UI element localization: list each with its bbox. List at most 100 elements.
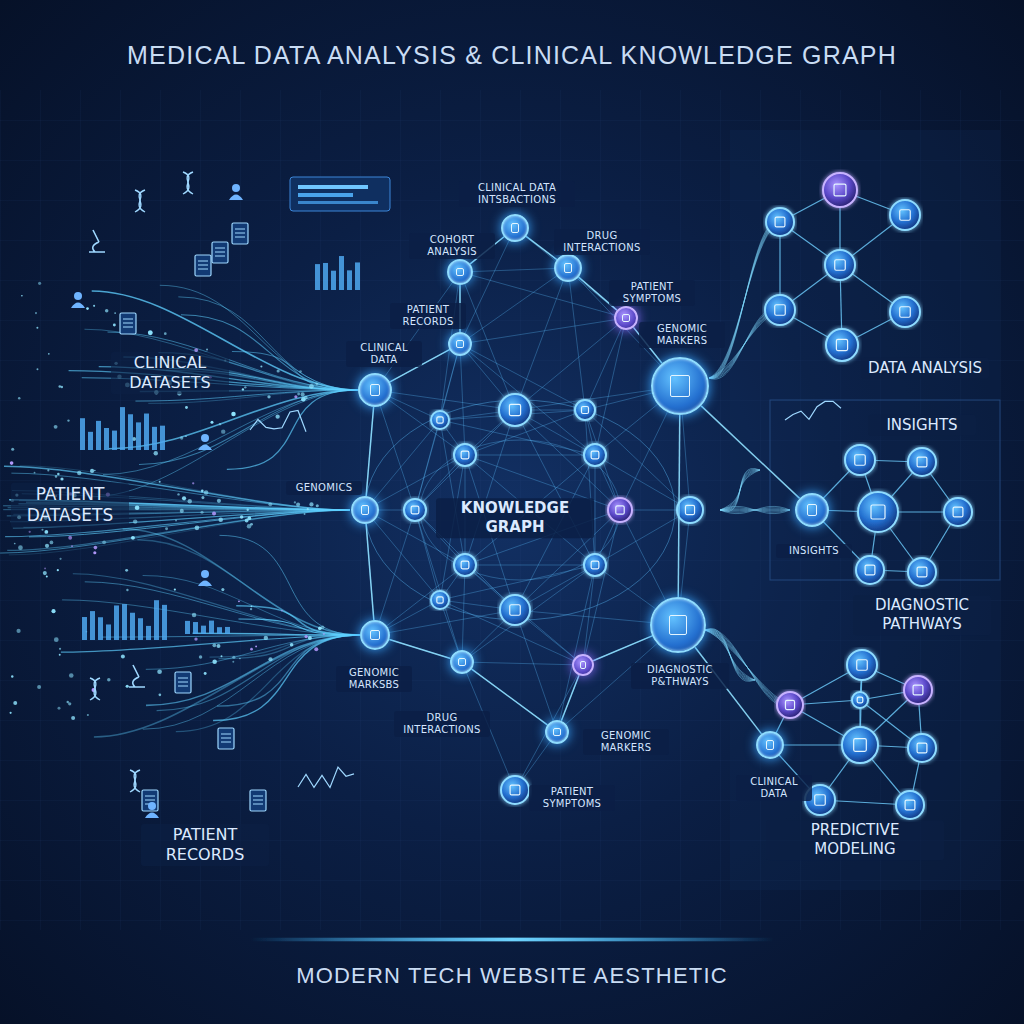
- dna-icon: [183, 172, 193, 194]
- particle: [45, 544, 49, 548]
- particle: [126, 589, 128, 591]
- particle: [199, 655, 202, 658]
- data-stream: [61, 635, 360, 652]
- particle: [212, 512, 216, 516]
- node-icon: [669, 615, 688, 636]
- graph-node: PATIENT RECORDS: [448, 332, 472, 356]
- bar-chart: [90, 611, 95, 640]
- bar-chart: [331, 271, 336, 290]
- particle: [34, 472, 36, 474]
- decor-shape: [460, 272, 626, 318]
- bar-chart: [323, 263, 328, 290]
- particle: [212, 660, 217, 665]
- decor-shape: [123, 327, 133, 328]
- bar-chart: [122, 604, 127, 640]
- particle: [204, 672, 207, 675]
- particle: [18, 545, 23, 550]
- document-icon: [250, 790, 266, 811]
- particle: [14, 543, 16, 545]
- particle: [210, 421, 213, 424]
- decor-shape: [568, 268, 585, 410]
- section-label: PATIENT DATASETS: [11, 483, 129, 528]
- particle: [55, 475, 57, 477]
- node-icon: [622, 314, 629, 322]
- person-icon: [74, 292, 82, 300]
- particle: [94, 546, 98, 550]
- particle: [48, 353, 50, 355]
- particle: [308, 636, 312, 640]
- graph-circle: [431, 591, 449, 609]
- decor-shape: [215, 248, 225, 249]
- decor-shape: [253, 796, 263, 797]
- graph-circle: [677, 497, 703, 523]
- circle-icon: [785, 700, 794, 709]
- particle: [29, 531, 31, 533]
- decor-shape: [440, 420, 465, 565]
- particle: [57, 569, 59, 571]
- light-beam: [720, 506, 790, 513]
- particle: [133, 519, 137, 523]
- particle: [175, 520, 177, 522]
- graph-circle: [823, 173, 857, 207]
- data-stream: [232, 351, 358, 390]
- circle-icon: [461, 561, 469, 569]
- graph-edge: [695, 647, 761, 734]
- decor-shape: [145, 800, 155, 801]
- person-icon: [201, 570, 209, 578]
- data-stream: [236, 606, 360, 635]
- decor-shape: [235, 229, 245, 230]
- document-icon: [142, 790, 158, 811]
- node-label: PATIENT RECORDS: [390, 303, 466, 329]
- data-stream: [219, 635, 360, 659]
- graph-circle: [852, 692, 868, 708]
- particle: [10, 712, 12, 714]
- decor-shape: [123, 323, 133, 324]
- graph-node: GENOMIC MARKSBS: [360, 620, 390, 650]
- particle: [201, 496, 204, 499]
- particle: [194, 637, 197, 640]
- circle-icon: [835, 260, 846, 271]
- node-icon: [361, 505, 370, 515]
- person-icon: [148, 802, 156, 810]
- node-label: DRUG INTERACTIONS: [554, 229, 650, 255]
- decor-shape: [595, 510, 690, 565]
- decor-shape: [583, 565, 595, 665]
- circle-icon: [775, 217, 785, 227]
- node-icon: [511, 223, 520, 233]
- bar-chart: [146, 626, 151, 640]
- bar-chart: [104, 428, 109, 450]
- microscope-icon: [129, 665, 145, 687]
- particle: [87, 714, 89, 716]
- particle: [268, 657, 272, 661]
- decor-shape: [215, 252, 225, 253]
- graph-circle: [908, 558, 936, 586]
- node-icon: [670, 375, 689, 397]
- decor-shape: [585, 318, 626, 410]
- data-stream: [143, 635, 360, 729]
- particle: [255, 645, 257, 647]
- line-chart: [250, 410, 306, 431]
- particle: [125, 569, 128, 572]
- bar-chart: [209, 621, 214, 634]
- graph-node: PATIENT SYMPTOMS: [545, 720, 569, 744]
- decor-shape: [460, 344, 465, 455]
- data-stream: [176, 635, 360, 732]
- decor-shape: [178, 682, 188, 683]
- graph-node: DIAGNOSTIC P&THWAYS: [650, 597, 706, 653]
- decor-shape: [460, 268, 568, 344]
- particle: [296, 502, 300, 506]
- bar-chart: [88, 432, 93, 450]
- bar-chart: [339, 256, 344, 290]
- decor-shape: [515, 665, 583, 790]
- particle: [301, 392, 305, 396]
- document-icon: [175, 672, 191, 693]
- section-label: CLINICAL DATASETS: [111, 352, 229, 394]
- particle: [38, 282, 41, 285]
- particle: [174, 589, 176, 591]
- particle: [204, 490, 209, 495]
- decor-shape: [215, 256, 225, 257]
- particle: [11, 675, 13, 677]
- bar-chart: [106, 624, 111, 640]
- circle-icon: [913, 685, 923, 695]
